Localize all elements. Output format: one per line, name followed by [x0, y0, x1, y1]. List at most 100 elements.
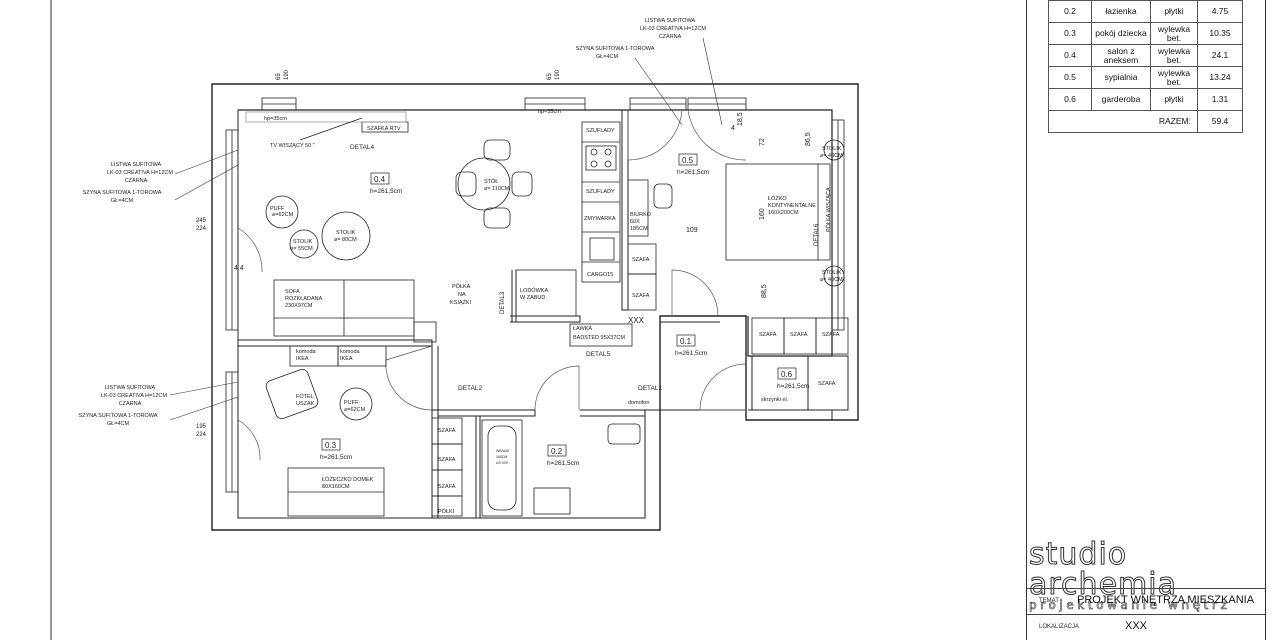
svg-text:80X160CM: 80X160CM [322, 484, 350, 490]
svg-text:domofon: domofon [628, 400, 649, 406]
svg-text:NA: NA [458, 292, 466, 298]
svg-text:LK-03 CREATIVA H=12CM: LK-03 CREATIVA H=12CM [640, 26, 706, 32]
table-row: 0.3 pokój dziecka wylewka bet. 10.35 [1048, 22, 1243, 45]
table-row: 0.6 garderoba płytki 1.31 [1048, 88, 1243, 111]
svg-text:DETAL6: DETAL6 [814, 223, 820, 246]
svg-text:SZUFLADY: SZUFLADY [586, 128, 615, 134]
svg-text:STOLIK: STOLIK [293, 239, 313, 245]
svg-text:IKEA: IKEA [340, 356, 353, 362]
room-area-table: 0.2 łazienka płytki 4.75 0.3 pokój dziec… [1048, 0, 1243, 133]
lokalizacja-value: XXX [1125, 620, 1148, 632]
svg-text:DETAL5: DETAL5 [586, 351, 610, 358]
svg-text:XXX: XXX [628, 316, 645, 325]
svg-text:LISTWA SUFITOWA: LISTWA SUFITOWA [105, 385, 156, 391]
svg-text:SZUFLADY: SZUFLADY [586, 189, 615, 195]
room-labels: 0.4 h=261,5cm 0.5 h=261,5cm 0.1 h=261,5c… [320, 153, 809, 467]
svg-text:W ZABUD.: W ZABUD. [520, 295, 547, 301]
svg-text:STOLIK: STOLIK [822, 146, 842, 152]
svg-text:224: 224 [196, 432, 207, 438]
svg-text:190: 190 [284, 69, 290, 80]
temat-value: PROJEKT WNĘTRZA MIESZKANIA [1077, 594, 1255, 606]
svg-text:ŁÓŻKO: ŁÓŻKO [768, 195, 787, 202]
svg-text:skrzynki el.: skrzynki el. [761, 397, 789, 403]
svg-text:komoda: komoda [296, 349, 317, 355]
svg-text:⌀= 110CM: ⌀= 110CM [484, 186, 510, 192]
plan-labels: TV WISZĄCY 50 " SZAFKA RTV DETAL4 hp=35c… [196, 69, 843, 515]
room-03-height: h=261,5cm [320, 454, 352, 461]
furniture [245, 111, 849, 517]
svg-text:245: 245 [196, 218, 207, 224]
svg-text:160CM: 160CM [496, 455, 507, 459]
svg-text:SZYNA SUFITOWA 1-TOROWA: SZYNA SUFITOWA 1-TOROWA [576, 46, 655, 52]
svg-text:DETAL4: DETAL4 [350, 144, 374, 151]
svg-text:komoda: komoda [340, 349, 361, 355]
svg-text:ZMYWARKA: ZMYWARKA [584, 216, 616, 222]
svg-text:LK-03 CREATIVA H=12CM: LK-03 CREATIVA H=12CM [107, 170, 173, 176]
svg-text:109: 109 [686, 227, 698, 234]
room-05-number: 0.5 [682, 156, 694, 165]
svg-text:86,5: 86,5 [805, 132, 812, 146]
svg-text:195: 195 [196, 424, 207, 430]
svg-text:SZAFA: SZAFA [438, 428, 456, 434]
svg-text:190: 190 [555, 69, 561, 80]
room-01-number: 0.1 [680, 337, 692, 346]
svg-text:PÓŁKA: PÓŁKA [452, 283, 471, 290]
room-06-number: 0.6 [781, 370, 793, 379]
svg-text:KONTYNENTALNE: KONTYNENTALNE [768, 203, 816, 209]
room-05-height: h=261,5cm [677, 169, 709, 176]
svg-text:SZAFA: SZAFA [818, 381, 836, 387]
svg-text:65: 65 [547, 73, 553, 80]
svg-text:SZAFA: SZAFA [438, 457, 456, 463]
total-value: 59.4 [1197, 110, 1243, 133]
lokalizacja-label: LOKALIZACJA [1039, 624, 1080, 630]
floor-plan-drawing: 0.4 h=261,5cm 0.5 h=261,5cm 0.1 h=261,5c… [50, 0, 859, 640]
svg-text:CZARNA: CZARNA [125, 178, 148, 184]
room-04-number: 0.4 [374, 175, 386, 184]
svg-text:18,5: 18,5 [737, 112, 744, 126]
svg-text:SZAFKA RTV: SZAFKA RTV [367, 126, 401, 132]
svg-text:STOLIK: STOLIK [336, 230, 356, 236]
leader-lines [169, 37, 723, 421]
svg-text:SZAFA: SZAFA [759, 332, 777, 338]
room-01-height: h=261,5cm [675, 350, 707, 357]
room-04-height: h=261,5cm [370, 188, 402, 195]
svg-text:PÓŁKI: PÓŁKI [438, 508, 455, 515]
svg-text:USZAK: USZAK [296, 401, 315, 407]
svg-text:FOTEL: FOTEL [296, 394, 314, 400]
svg-text:⌀= 80CM: ⌀= 80CM [334, 237, 357, 243]
room-name-line1: salon z [1107, 45, 1135, 56]
total-label: RAZEM: [1048, 110, 1198, 133]
svg-text:230X97CM: 230X97CM [285, 303, 313, 309]
svg-text:224: 224 [196, 226, 207, 232]
svg-text:88,5: 88,5 [761, 284, 768, 298]
svg-text:PUFF: PUFF [270, 206, 285, 212]
svg-text:⌀= 40CM: ⌀= 40CM [820, 277, 843, 283]
svg-text:DETAL2: DETAL2 [458, 385, 482, 392]
svg-text:ROZKŁADANA: ROZKŁADANA [285, 296, 323, 302]
svg-text:ŁÓŻECZKO DOMEK: ŁÓŻECZKO DOMEK [322, 476, 374, 483]
svg-text:LISTWA SUFITOWA: LISTWA SUFITOWA [111, 162, 162, 168]
table-row: 0.5 sypialnia wylewka bet. 13.24 [1048, 66, 1243, 89]
title-block-panel: 0.2 łazienka płytki 4.75 0.3 pokój dziec… [1026, 0, 1266, 640]
svg-text:BIURKO: BIURKO [630, 212, 652, 218]
svg-text:US 009: US 009 [496, 461, 508, 465]
svg-text:SZAFA: SZAFA [790, 332, 808, 338]
svg-text:WANNA: WANNA [496, 449, 510, 453]
windows [225, 97, 845, 493]
svg-text:BADSTED 95X37CM: BADSTED 95X37CM [573, 335, 625, 341]
svg-text:STÓŁ: STÓŁ [484, 178, 498, 185]
studio-logo: studio archemia projektowanie wnętrz [1029, 539, 1259, 612]
svg-text:CZARNA: CZARNA [119, 401, 142, 407]
lokalizacja-row: LOKALIZACJA XXX [1027, 614, 1265, 641]
svg-text:DETAL1: DETAL1 [638, 385, 662, 392]
svg-text:SZYNA SUFITOWA 1-TOROWA: SZYNA SUFITOWA 1-TOROWA [79, 413, 158, 419]
temat-row: TEMAT PROJEKT WNĘTRZA MIESZKANIA [1027, 588, 1265, 615]
svg-text:DETAL3: DETAL3 [500, 291, 506, 314]
temat-label: TEMAT [1039, 598, 1059, 604]
room-03-number: 0.3 [325, 441, 337, 450]
svg-text:⌀=62CM: ⌀=62CM [344, 407, 366, 413]
svg-text:4 4: 4 4 [234, 265, 244, 272]
svg-text:SOFA: SOFA [285, 289, 300, 295]
room-name-line2: aneksem [1103, 54, 1139, 65]
